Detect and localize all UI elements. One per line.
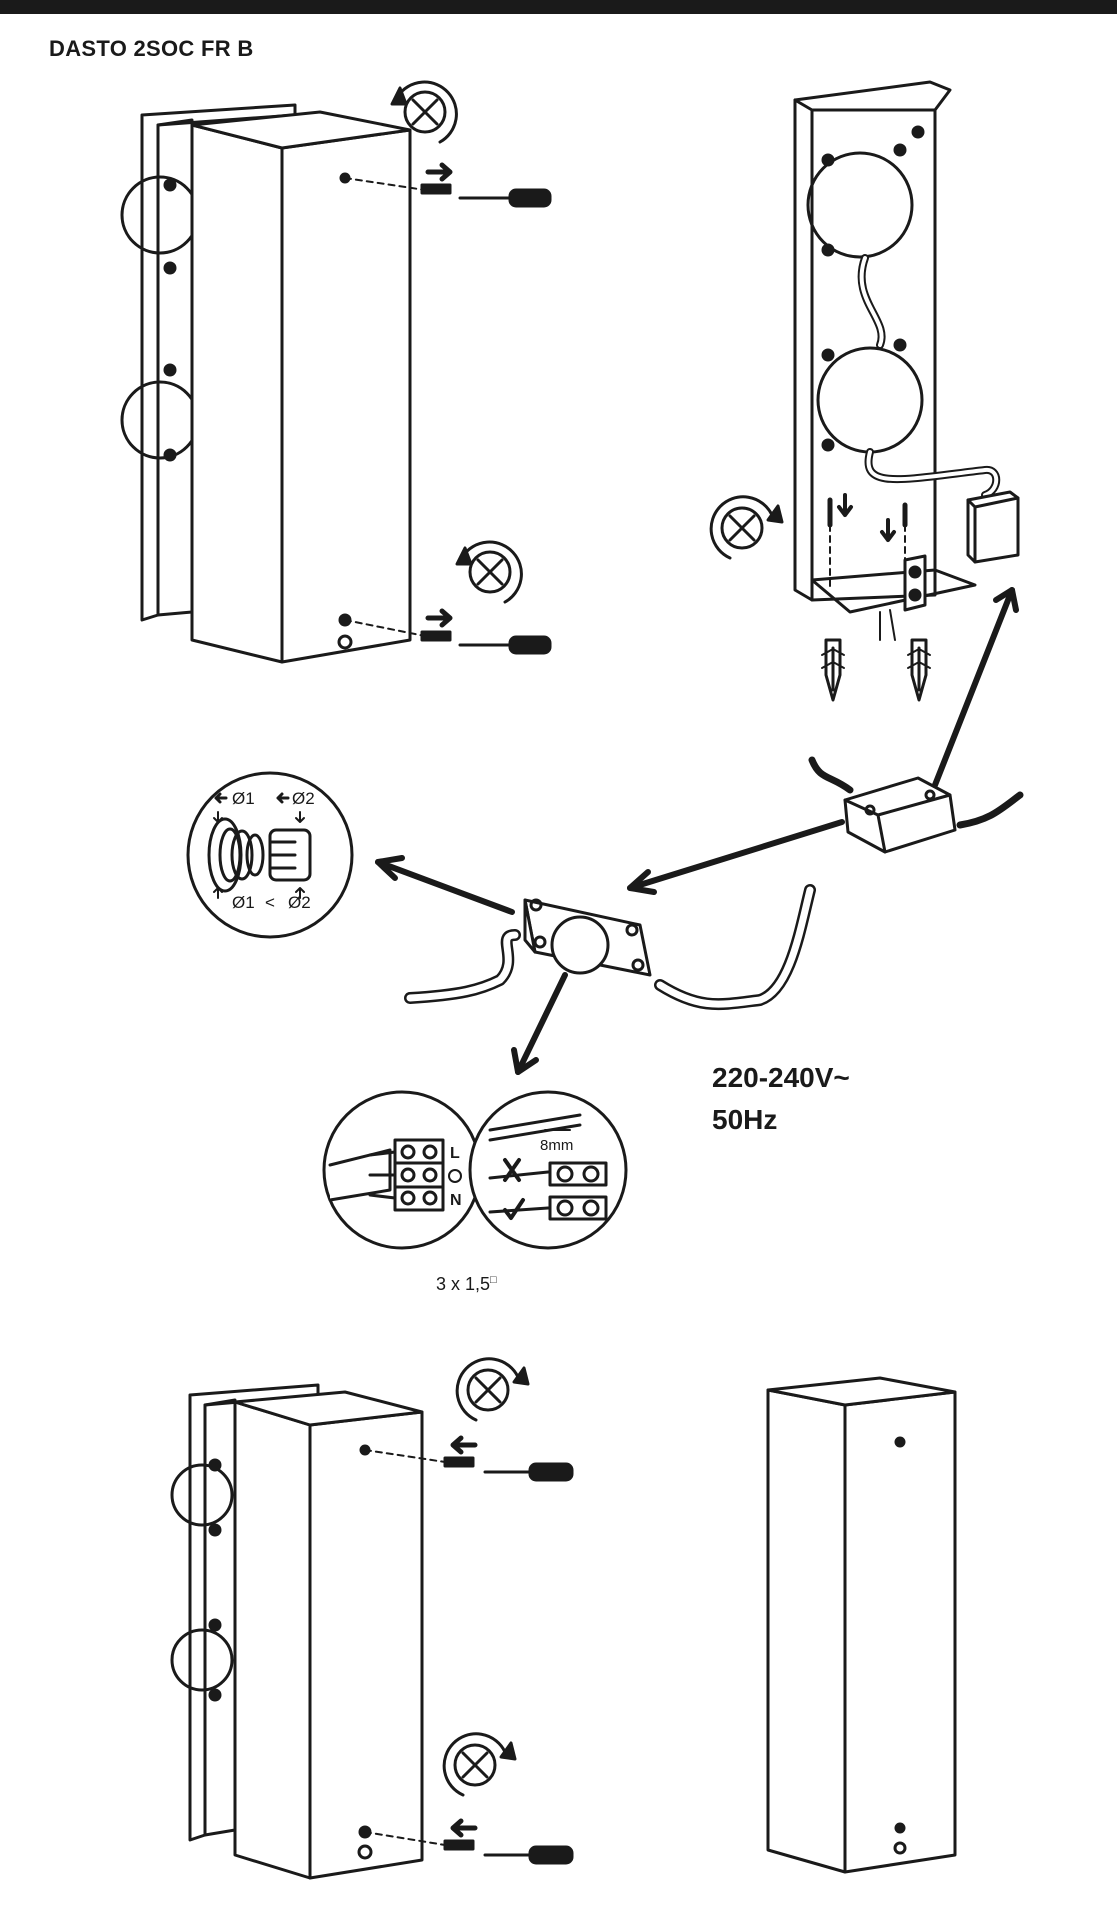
cover-front	[280, 128, 412, 664]
gland-d1-bottom: Ø1	[232, 893, 255, 912]
internal-cable	[857, 254, 886, 349]
gland-d2-bottom: Ø2	[288, 893, 311, 912]
rotate-cw-icon	[709, 495, 784, 560]
arrow-right-icon	[425, 608, 453, 628]
step-refit-cover	[170, 1357, 574, 1880]
rotate-cw-icon	[442, 1732, 517, 1797]
junction-box	[966, 490, 1020, 564]
screw	[420, 630, 452, 642]
check-icon	[503, 1198, 525, 1220]
arrow-left-icon	[450, 1818, 478, 1838]
base-foot	[810, 568, 977, 614]
finished-front	[843, 1390, 957, 1874]
cover-top	[190, 110, 412, 150]
gland-detail: Ø1 Ø2 Ø1 < Ø2	[186, 771, 354, 939]
terminal-neutral: N	[450, 1192, 462, 1209]
gland-d1-top: Ø1	[232, 789, 255, 808]
socket-back-2	[120, 380, 200, 460]
screwdriver-icon	[483, 1845, 574, 1865]
junction-box-open	[375, 855, 816, 1075]
socket-2	[816, 346, 924, 454]
terminal-detail: L N 8mm	[322, 1090, 628, 1250]
cable-gland	[550, 915, 610, 975]
top-rule	[0, 0, 1117, 14]
cross-icon	[503, 1158, 521, 1182]
finished-top	[766, 1376, 957, 1407]
arrow-right-icon	[425, 162, 453, 182]
base-back	[793, 80, 952, 602]
gland-d2-top: Ø2	[292, 789, 315, 808]
step-mount-base	[709, 80, 1020, 702]
screwdriver-icon	[458, 635, 552, 655]
strip-length: 8mm	[540, 1137, 573, 1154]
arrow-left-icon	[450, 1435, 478, 1455]
cable-spec-value: 3 x 1,5	[436, 1274, 491, 1294]
wall-plug-icon	[907, 638, 931, 702]
product-title: DASTO 2SOC FR B	[49, 36, 254, 61]
terminal-live: L	[450, 1145, 460, 1162]
voltage-line: 220-240V~	[712, 1062, 850, 1093]
rotate-cw-icon	[455, 1357, 530, 1422]
earth-icon	[448, 1169, 462, 1183]
arrow-down-icon	[837, 493, 853, 517]
socket-1	[806, 151, 914, 259]
pointer-arrow	[627, 819, 845, 891]
pointer-arrow	[932, 587, 1015, 788]
junction-box-small	[843, 776, 957, 854]
wall-plug-icon	[821, 638, 845, 702]
rotate-ccw-icon	[455, 540, 523, 604]
frequency-line: 50Hz	[712, 1104, 778, 1135]
arrow-down-icon	[880, 518, 896, 542]
screwdriver-icon	[458, 188, 552, 208]
voltage-rating: 220-240V~ 50Hz	[712, 1057, 850, 1141]
cover-side	[190, 123, 284, 664]
mounting-bracket	[903, 554, 927, 612]
screw	[420, 183, 452, 195]
junction-box-overview	[627, 587, 1024, 895]
socket-back-1	[120, 175, 200, 255]
pointer-arrow	[515, 972, 568, 1075]
pointer-arrow	[375, 859, 515, 915]
cable-spec-unit: □	[490, 1274, 497, 1286]
screwdriver-icon	[483, 1462, 574, 1482]
step-finished	[766, 1376, 957, 1874]
cable-spec: 3 x 1,5□	[436, 1274, 497, 1295]
gland-less-than: <	[265, 893, 275, 912]
step-remove-cover	[120, 80, 552, 664]
rotate-ccw-icon	[390, 80, 458, 144]
finished-side	[766, 1388, 847, 1874]
